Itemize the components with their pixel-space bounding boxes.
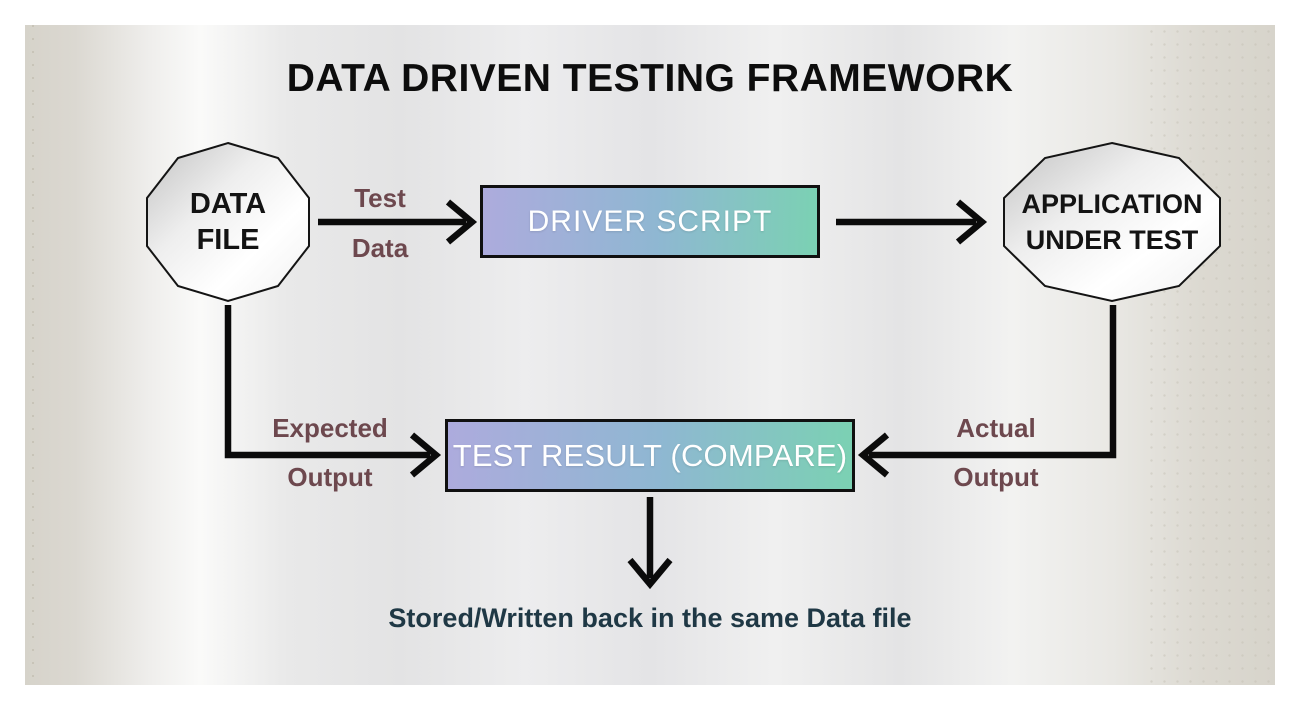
stored-note: Stored/Written back in the same Data fil… <box>388 603 912 633</box>
data-file-label-line2: FILE <box>196 224 260 256</box>
data-file-label-line1: DATA <box>189 188 267 220</box>
aut-label-line2: UNDER TEST <box>1025 225 1199 255</box>
arrow-driver-to-aut-head <box>955 199 988 245</box>
actual-output-label-line1: Actual <box>956 413 1036 443</box>
test-data-label-line2: Data <box>351 233 409 263</box>
actual-output-label-line2: Output <box>953 462 1039 492</box>
data-file-label: DATA FILE <box>148 186 308 258</box>
driver-script-box: DRIVER SCRIPT <box>480 185 820 258</box>
expected-output-label-line2: Output <box>287 462 373 492</box>
application-under-test-node <box>1003 141 1221 303</box>
test-result-label: TEST RESULT (COMPARE) <box>452 437 848 473</box>
aut-label-line1: APPLICATION <box>1021 189 1203 219</box>
driver-script-label: DRIVER SCRIPT <box>527 204 773 238</box>
left-dot-texture <box>32 25 34 685</box>
data-file-node <box>146 141 310 303</box>
right-dot-texture <box>1145 25 1275 685</box>
arrow-expected-output-shaft <box>224 305 430 459</box>
application-under-test-label: APPLICATION UNDER TEST <box>997 186 1227 258</box>
test-data-label-line1: Test <box>354 183 406 213</box>
test-result-box: TEST RESULT (COMPARE) <box>445 419 855 492</box>
arrow-test-data-head <box>445 199 478 245</box>
diagram-title: DATA DRIVEN TESTING FRAMEWORK <box>286 57 1014 100</box>
arrow-store-head <box>627 557 673 590</box>
expected-output-label-line1: Expected <box>272 413 388 443</box>
arrow-expected-output-head <box>409 432 442 478</box>
arrow-actual-output-head <box>857 432 890 478</box>
arrow-actual-output-shaft <box>869 305 1117 459</box>
